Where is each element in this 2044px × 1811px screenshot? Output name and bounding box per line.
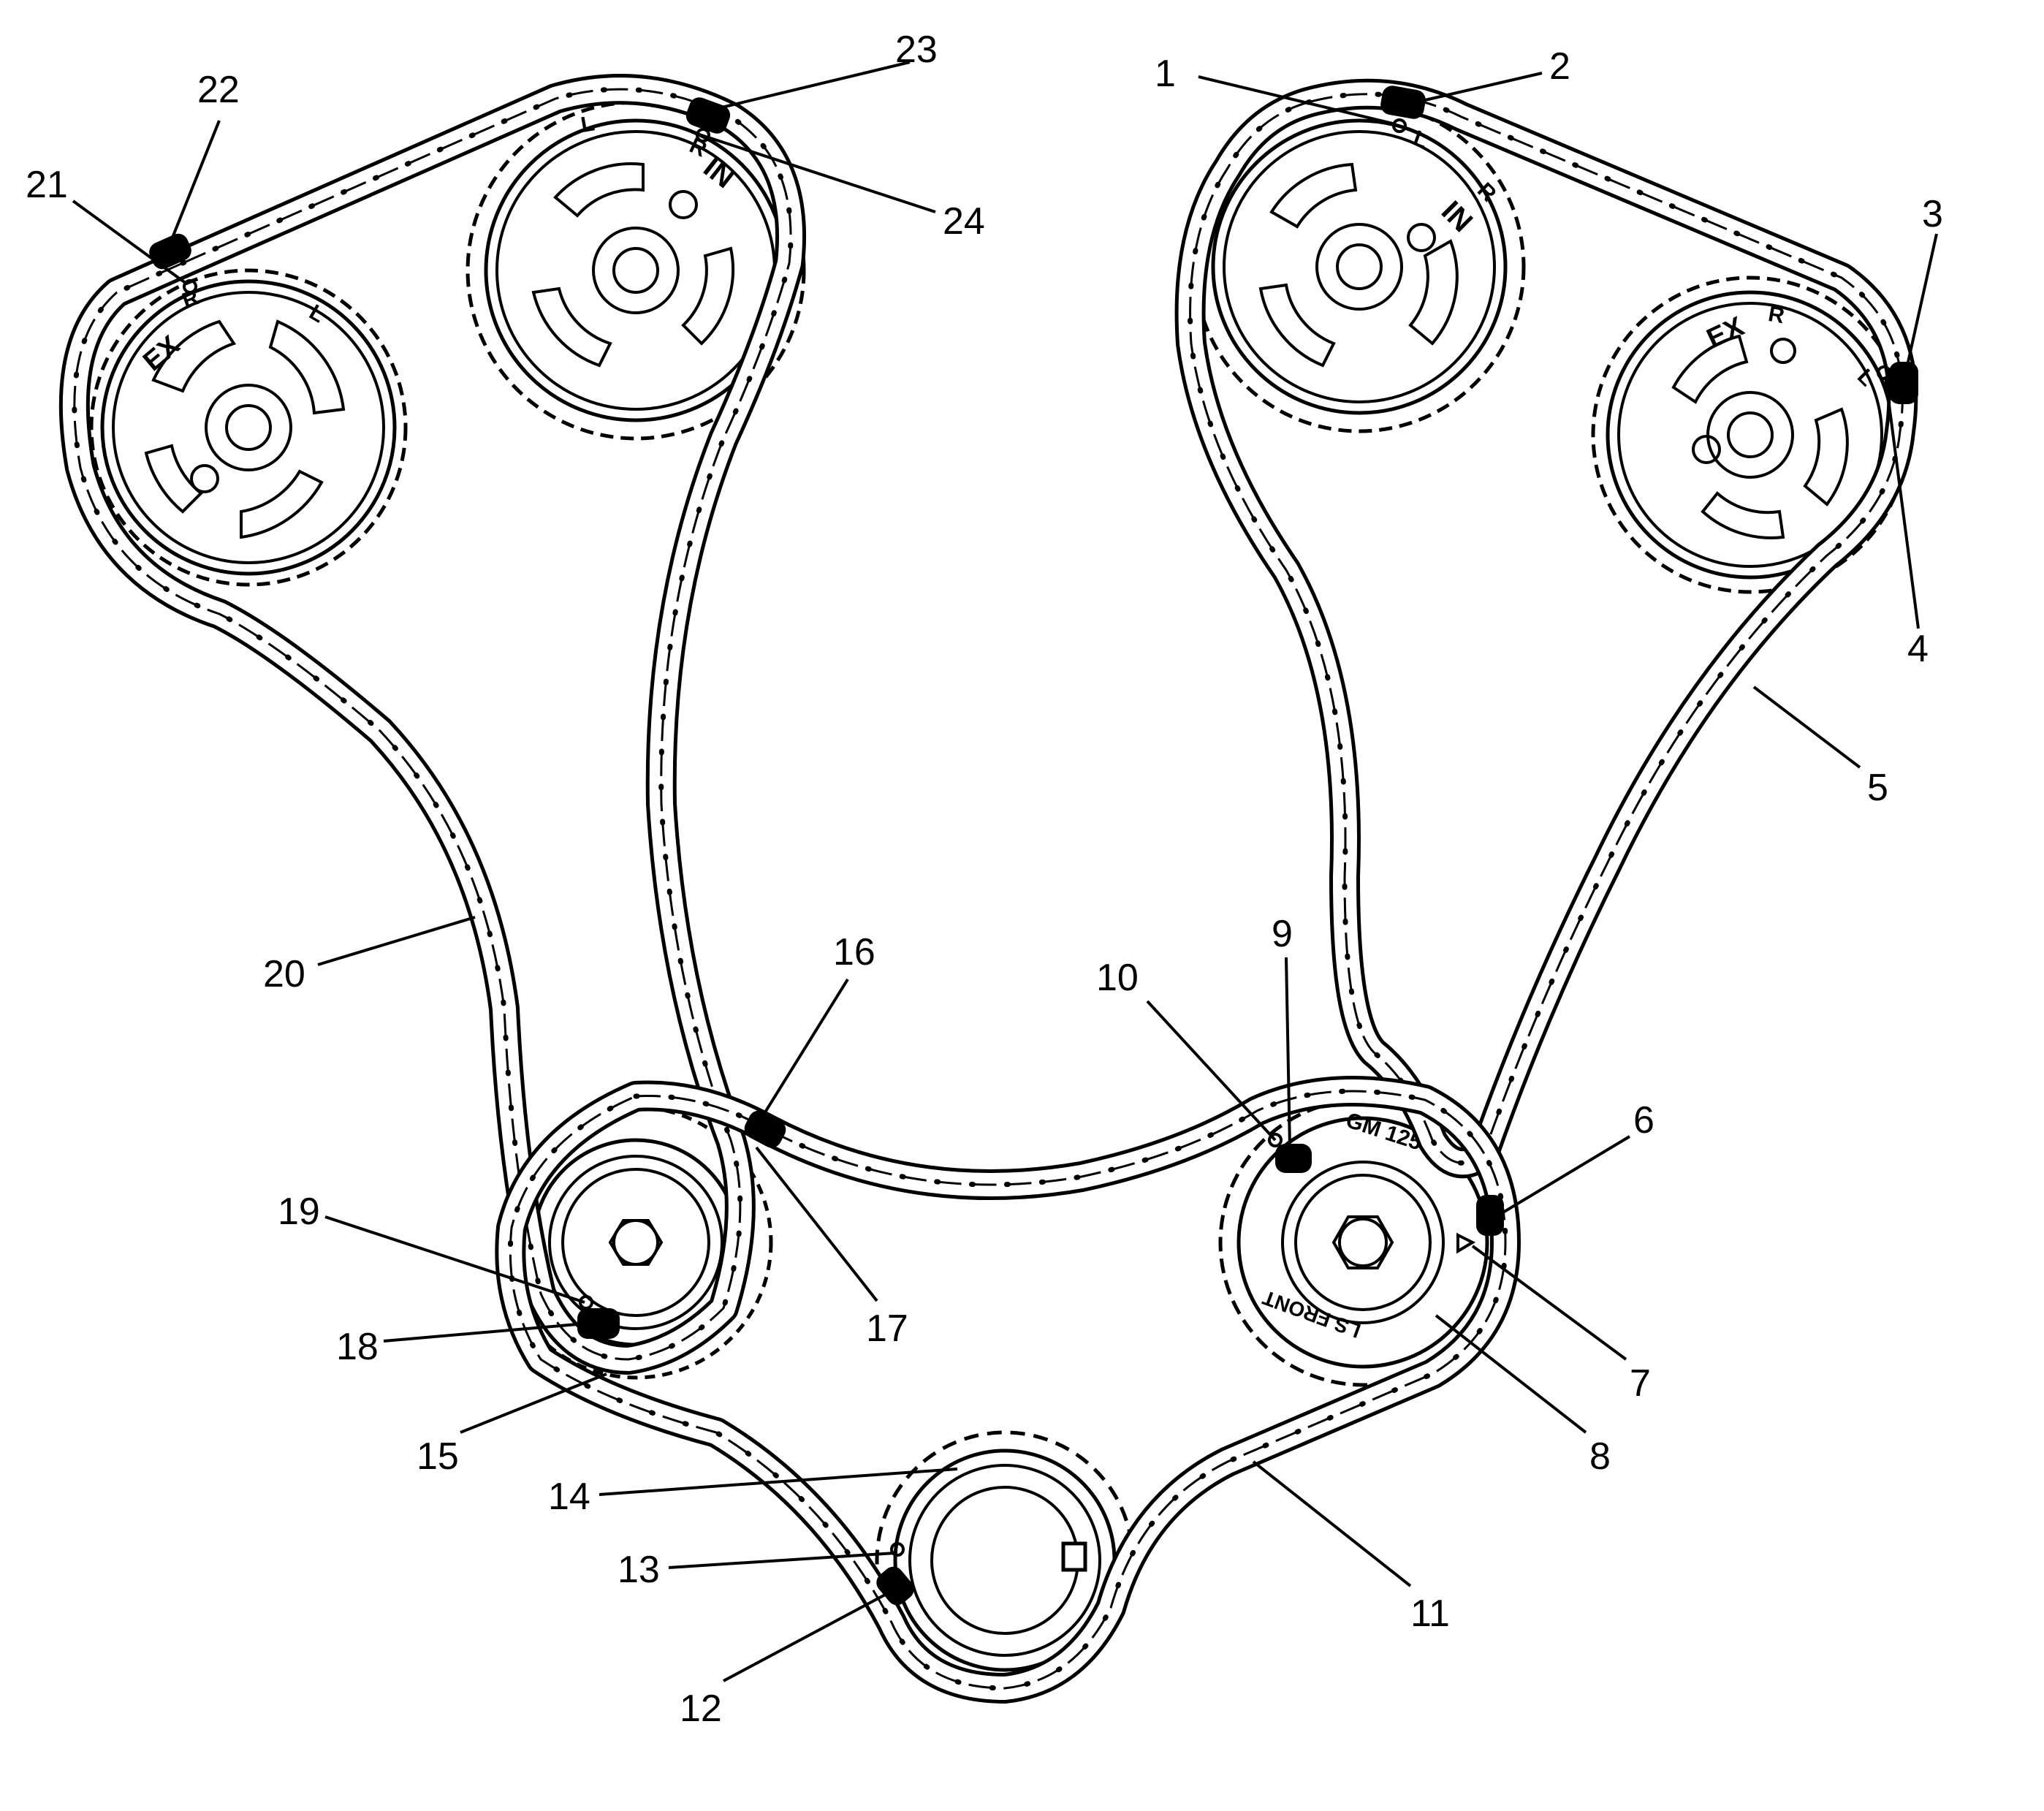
callout-6: 6 [1633,1099,1654,1142]
callout-16: 16 [833,931,875,973]
callout-19: 19 [278,1191,320,1233]
primary-timing-chain [495,1076,1521,1704]
callout-15: 15 [417,1435,459,1478]
leader-2 [1424,72,1543,102]
leader-4 [1884,376,1920,629]
leader-22 [167,120,221,249]
callout-2: 2 [1549,45,1570,88]
leader-7 [1471,1245,1627,1361]
leader-1 [1198,75,1397,126]
colored-link-22 [149,233,191,270]
leader-17 [755,1146,878,1302]
callout-18: 18 [336,1326,379,1368]
callout-8: 8 [1589,1435,1611,1478]
left-bank-timing-chain [58,74,807,1375]
leader-3 [1906,233,1938,366]
colored-link-16 [744,1110,786,1148]
timing-mark-10 [1268,1133,1283,1147]
callout-12: 12 [680,1687,722,1730]
leader-21 [72,200,188,285]
callout-10: 10 [1096,957,1139,999]
right-exhaust-camshaft-sprocket: EX R L [1591,276,1910,594]
leader-12 [723,1592,889,1682]
colored-link-18 [577,1308,620,1339]
leader-16 [762,978,849,1116]
leader-11 [1252,1460,1412,1587]
callout-14: 14 [548,1476,590,1518]
sprocket-timing-marks [183,118,1891,1557]
leader-5 [1752,686,1861,769]
colored-link-23 [685,97,731,134]
left-intake-l-mark: L [579,111,596,137]
leader-18 [383,1323,578,1343]
callout-13: 13 [618,1549,660,1591]
callout-4: 4 [1907,628,1929,670]
callout-9: 9 [1272,913,1293,955]
timing-mark-7 [1456,1232,1476,1254]
callout-3: 3 [1922,193,1943,235]
crankshaft-sprocket [875,1430,1135,1690]
callout-21: 21 [26,164,68,206]
leader-8 [1435,1314,1587,1434]
callout-5: 5 [1867,767,1888,809]
callout-7: 7 [1630,1362,1651,1405]
timing-mark-21 [183,279,197,294]
callout-23: 23 [895,29,938,71]
colored-link-6 [1476,1195,1504,1236]
leader-24 [701,134,936,213]
leader-6 [1500,1135,1631,1215]
right-bank-timing-chain [1174,78,1918,1179]
leader-19 [324,1215,585,1304]
leader-15 [460,1373,607,1434]
leader-13 [668,1552,896,1569]
leader-23 [712,61,911,111]
colored-link-3 [1889,362,1918,404]
timing-mark-13 [890,1542,905,1557]
callout-24: 24 [943,200,985,243]
callout-11: 11 [1410,1592,1450,1635]
leader-10 [1146,1000,1277,1142]
colored-link-2 [1380,86,1426,119]
timing-mark-24 [696,128,710,143]
leader-lines [72,61,1938,1682]
callout-22: 22 [197,69,240,111]
leader-14 [599,1468,958,1496]
right-intake-camshaft-sprocket: IN R L [1193,100,1526,433]
timing-mark-1 [1392,118,1407,133]
colored-link-9 [1275,1144,1312,1173]
callout-labels: 1 2 3 4 5 6 7 8 9 10 11 12 13 14 15 16 1… [26,29,1943,1730]
timing-mark-4 [1877,365,1891,380]
callout-20: 20 [263,953,305,995]
callout-1: 1 [1155,53,1176,95]
colored-chain-links [149,86,1918,1606]
callout-17: 17 [866,1307,908,1350]
leader-20 [317,916,476,966]
left-exhaust-camshaft-sprocket: EX R L [89,268,408,587]
leader-9 [1285,957,1291,1148]
